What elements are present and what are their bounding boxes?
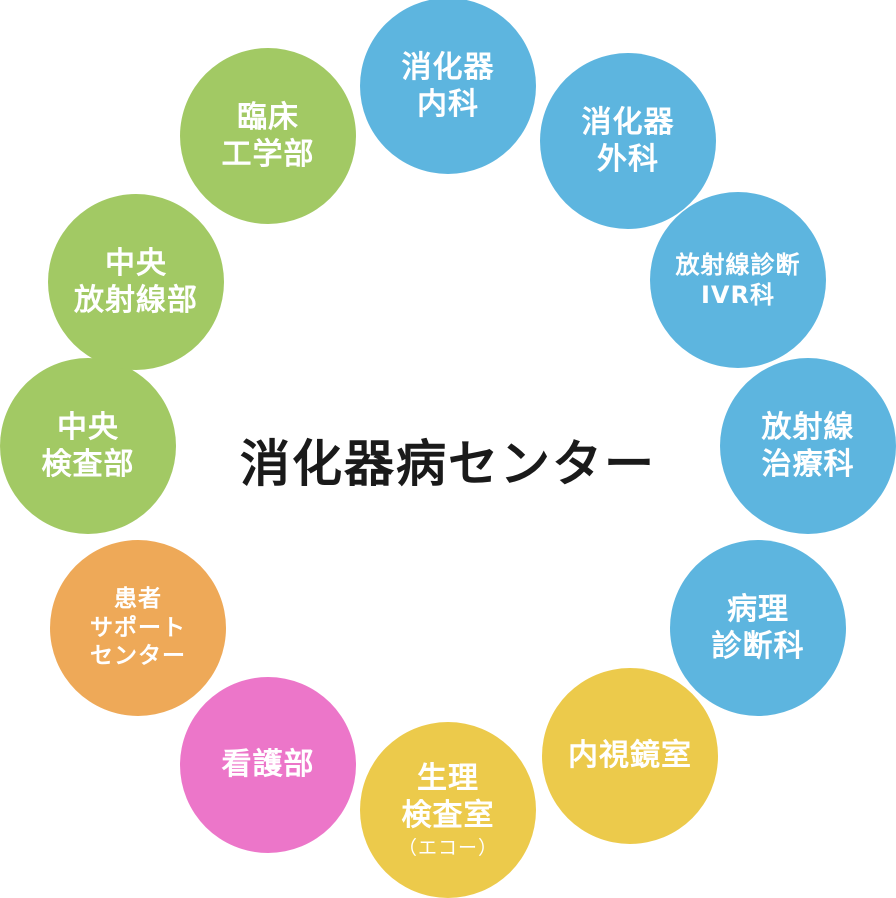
node-label-line: センター [90,643,186,670]
node-label-line: 内科 [417,87,479,122]
node-chuo-kensa: 中央検査部 [0,358,176,534]
node-label-line: 消化器 [581,104,675,140]
node-label-line: サポート [90,614,186,641]
node-label-line: 臨床 [237,99,299,135]
node-sublabel: （エコー） [397,836,498,859]
node-label-line: 放射線部 [74,283,198,318]
center-title: 消化器病センター [240,435,656,493]
node-byori-shindan: 病理診断科 [670,540,846,716]
node-label-line: 検査部 [41,447,135,482]
node-label-line: 中央 [105,245,167,281]
node-label-line: 診断科 [711,629,805,664]
node-seiri-kensa: 生理検査室（エコー） [360,722,536,898]
node-hoshasen-chiryo: 放射線治療科 [720,358,896,534]
node-label-line: 生理 [417,760,479,796]
node-label-line: 放射線診断 [675,251,801,279]
node-shokaki-naika: 消化器内科 [360,0,536,174]
node-label-line: 工学部 [221,137,315,172]
node-label-line: 放射線 [761,409,855,445]
node-kanja-support: 患者サポートセンター [50,540,226,716]
node-label-line: 治療科 [761,447,855,482]
node-naishikyo: 内視鏡室 [542,668,718,844]
node-shokaki-geka: 消化器外科 [540,53,716,229]
node-label-line: 内視鏡室 [568,738,692,774]
node-label-line: 外科 [597,142,659,177]
node-label-line: 看護部 [221,747,315,783]
node-label-line: IVR科 [701,281,775,309]
node-label-line: 検査室 [401,798,495,834]
node-chuo-hoshasen: 中央放射線部 [48,194,224,370]
node-kango: 看護部 [180,677,356,853]
node-label-line: 中央 [57,409,119,445]
node-rinsho-kogaku: 臨床工学部 [180,48,356,224]
node-label-line: 患者 [114,585,162,612]
node-label-line: 病理 [727,591,789,627]
node-label-line: 消化器 [401,49,495,85]
